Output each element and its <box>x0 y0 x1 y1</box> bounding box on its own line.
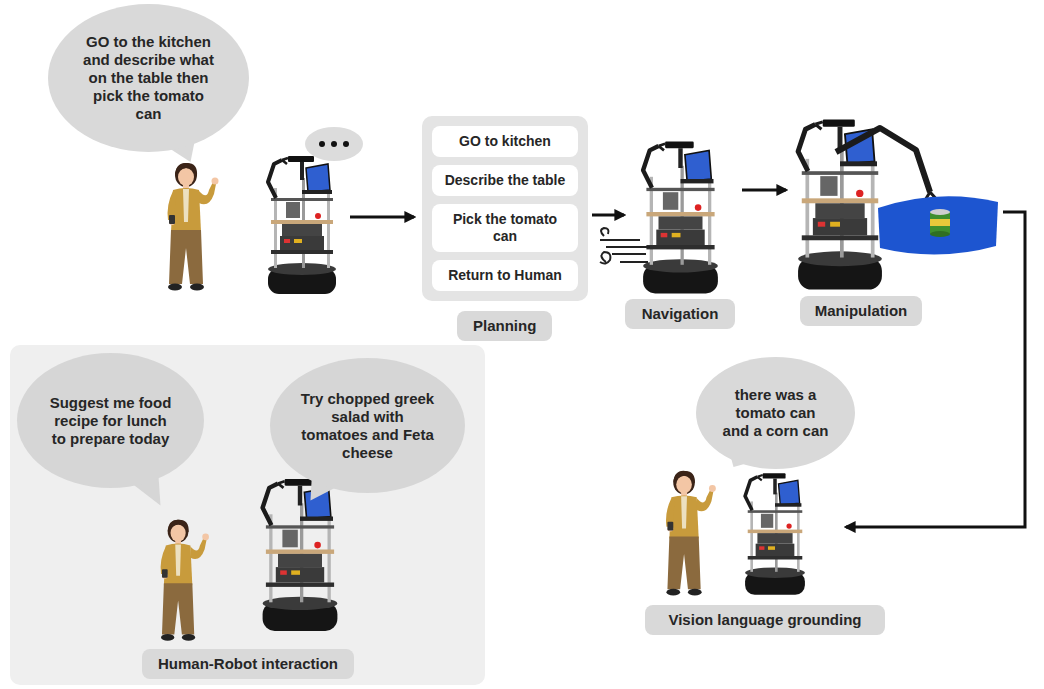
woman-figure <box>161 520 209 641</box>
stage-label: Navigation <box>625 299 735 329</box>
plan-step: Pick the tomato can <box>432 204 578 252</box>
flow-arrow <box>592 214 624 217</box>
speech-bubble: Try chopped greek salad with tomatoes an… <box>270 358 465 493</box>
stage-label: Vision language grounding <box>645 605 885 635</box>
woman-figure <box>168 163 219 291</box>
manipulation-figure <box>798 119 998 289</box>
bubble-ellipse <box>270 358 465 493</box>
label-text: Navigation <box>642 305 719 322</box>
label-text: Suggest me food recipe for lunch to prep… <box>46 394 176 448</box>
thinking-bubble-part <box>319 141 325 147</box>
robot-figure <box>798 119 882 289</box>
label-text: Human-Robot interaction <box>142 649 354 679</box>
wind-lines-part <box>600 239 640 241</box>
tomato-can-part <box>930 212 950 234</box>
thinking-bubble-part <box>343 141 349 147</box>
speech-bubble: there was a tomato can and a corn can <box>696 357 855 469</box>
wind-lines-part <box>612 253 646 255</box>
label-text: Pick the tomato can <box>440 211 570 245</box>
wind-lines-part <box>600 252 610 264</box>
speech-bubble: Suggest me food recipe for lunch to prep… <box>17 353 204 488</box>
planning-panel: PlanningGO to kitchenDescribe the tableP… <box>422 116 588 301</box>
bubble-ellipse <box>696 357 855 469</box>
plan-step: GO to kitchen <box>432 126 578 157</box>
plan-step: Return to Human <box>432 260 578 291</box>
wind-lines <box>600 228 650 264</box>
label-text: Planning <box>457 311 552 341</box>
tomato-can <box>930 209 950 237</box>
label-text: there was a tomato can and a corn can <box>721 386 831 440</box>
speech-bubble: GO to the kitchen and describe what on t… <box>48 4 249 152</box>
label-text: GO to the kitchen and describe what on t… <box>79 33 219 123</box>
robot-figure <box>263 479 338 631</box>
tomato-can-part <box>930 231 950 237</box>
navigation-figure <box>600 142 718 294</box>
label-text: GO to kitchen <box>440 133 570 150</box>
label-text: Try chopped greek salad with tomatoes an… <box>300 390 435 462</box>
thinking-bubble <box>305 127 363 161</box>
label-text: Describe the table <box>440 172 570 189</box>
tomato-can-part <box>930 209 950 215</box>
interaction-panel: Human-Robot interaction Suggest me food r… <box>10 345 485 685</box>
thinking-bubble-part <box>331 141 337 147</box>
tomato-can-part <box>930 219 950 226</box>
label-text: Manipulation <box>815 302 908 319</box>
thinking-bubble-part <box>305 127 363 161</box>
flow-arrow <box>350 216 414 219</box>
wind-lines-part <box>606 246 650 248</box>
woman-figure <box>666 471 716 596</box>
stage-label: Manipulation <box>800 296 922 326</box>
robot-arm <box>836 128 930 192</box>
wind-lines-part <box>620 261 648 263</box>
blue-cushion <box>878 196 998 254</box>
label-text: Return to Human <box>440 267 570 284</box>
plan-step: Describe the table <box>432 165 578 196</box>
label-text: Vision language grounding <box>668 611 861 628</box>
bubble-ellipse <box>48 4 249 152</box>
top-figures <box>168 127 363 294</box>
flow-arrow <box>742 189 786 192</box>
grounding-figures <box>666 471 805 596</box>
robot-figure <box>745 473 805 594</box>
wind-lines-part <box>601 228 609 236</box>
robot-figure <box>268 156 336 294</box>
robot-figure <box>643 142 718 294</box>
bubble-ellipse <box>17 353 204 488</box>
